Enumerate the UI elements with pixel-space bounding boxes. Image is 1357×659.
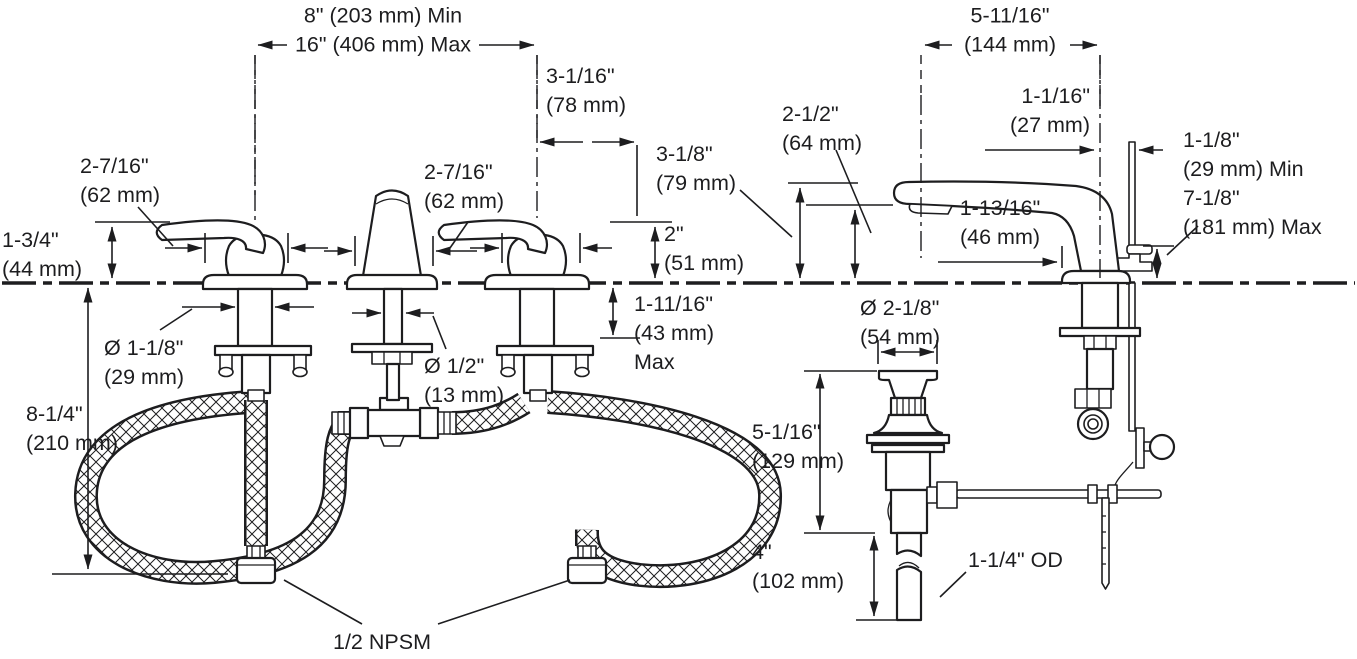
dim-drain-flange-diameter: Ø 2-1/8" (54 mm) xyxy=(860,296,941,349)
dim-lift-rod-offset: 1-1/16" (27 mm) xyxy=(1009,84,1090,137)
dim-lift-rod-height: 1-1/8" (29 mm) Min 7-1/8" (181 mm) Max xyxy=(1183,128,1322,239)
dim-hose-length: 8-1/4" (210 mm) xyxy=(26,402,118,455)
dim-spout-reach-in: 5-11/16" xyxy=(970,3,1050,28)
dim-base-to-outlet: 1-13/16" (46 mm) xyxy=(959,196,1041,249)
dim-outlet-height: 2-1/2" (64 mm) xyxy=(782,102,863,155)
dim-spout-width: 2-7/16" (62 mm) xyxy=(424,160,505,213)
spout-side xyxy=(892,180,1132,285)
dim-drain-body-height: 5-1/16" (129 mm) xyxy=(752,420,844,473)
lift-rod xyxy=(1116,141,1153,432)
dim-supply-thread: 1/2 NPSM xyxy=(333,630,431,654)
dim-deck-thickness: 1-11/16" (43 mm) Max xyxy=(634,292,715,374)
front-view-drawing xyxy=(74,55,782,588)
dim-tailpiece-length: 4" (102 mm) xyxy=(752,540,844,593)
drain-assembly xyxy=(865,369,958,622)
dim-tailpiece-od: 1-1/4" OD xyxy=(968,548,1063,572)
spout-front xyxy=(345,189,439,402)
dim-handle-shank-diameter: Ø 1-1/8" (29 mm) xyxy=(104,336,185,389)
dim-lever-height: 2" (51 mm) xyxy=(664,222,745,275)
spout-shank-side xyxy=(1058,281,1142,441)
drain-linkage xyxy=(955,427,1176,590)
dim-spread-min: 8" (203 mm) Min xyxy=(303,3,463,28)
tee-fitting xyxy=(331,396,457,447)
supply-hose-left-loop xyxy=(74,390,356,585)
dim-spout-reach-mm: (144 mm) xyxy=(964,32,1056,57)
side-view-drawing xyxy=(865,55,1176,622)
side-view-dimensions xyxy=(739,40,1199,621)
dim-left-handle-width: 2-7/16" (62 mm) xyxy=(80,154,161,207)
dim-spout-height: 3-1/8" (79 mm) xyxy=(656,142,737,195)
dim-handle-to-tip: 3-1/16" (78 mm) xyxy=(546,64,627,117)
dim-spout-shank-diameter: Ø 1/2" (13 mm) xyxy=(424,354,505,407)
front-view-dimensions xyxy=(52,40,672,625)
dim-spread-max: 16" (406 mm) Max xyxy=(294,32,472,57)
dim-handle-height: 1-3/4" (44 mm) xyxy=(2,228,83,281)
